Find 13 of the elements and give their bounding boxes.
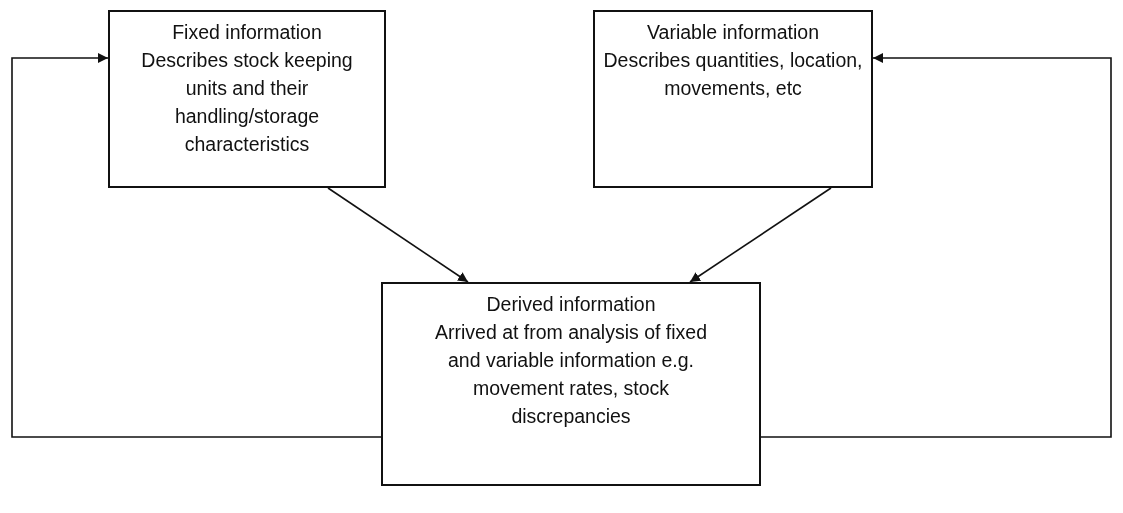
- text-box: [108, 10, 386, 188]
- box-description: Describes stock keeping units and their handling/storage characteristics: [140, 48, 354, 157]
- box-heading: Derived information: [485, 292, 657, 317]
- box-heading: Variable information: [646, 20, 820, 45]
- arrow: [689, 187, 832, 283]
- text-box: [381, 282, 761, 486]
- arrow: [11, 53, 382, 438]
- box-description: Describes quantities, location, movements, etc: [603, 48, 863, 101]
- text-box: [593, 10, 873, 188]
- box-heading: Fixed information: [171, 20, 323, 45]
- arrow: [327, 187, 469, 283]
- box-description: Arrived at from analysis of fixed and variable information e.g. movement rates, stock discrepancies: [434, 320, 708, 429]
- arrow: [760, 53, 1112, 438]
